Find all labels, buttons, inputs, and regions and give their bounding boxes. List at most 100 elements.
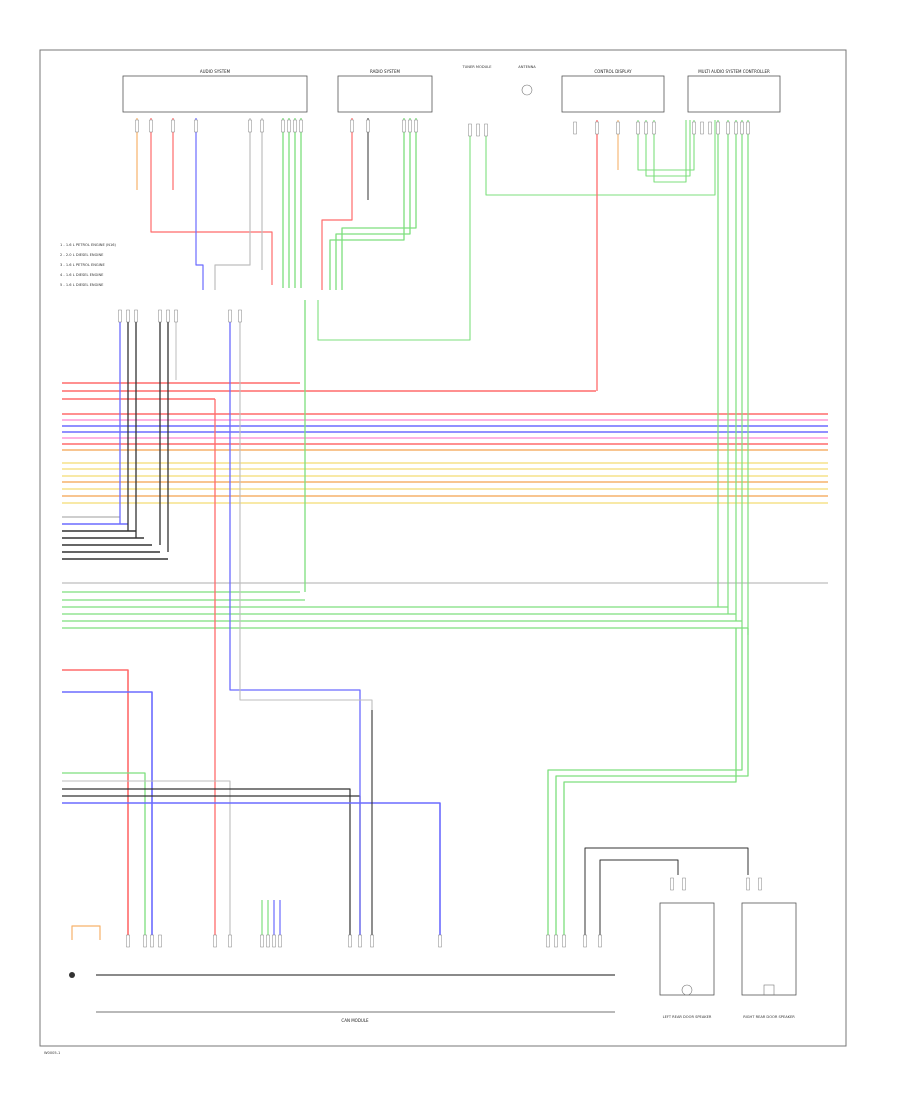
speaker-pin-4 (758, 877, 762, 891)
can-module-pin-12 (358, 934, 362, 948)
tuner-connector-pin-1 (468, 123, 472, 137)
audio-connector-pin-9 (293, 119, 297, 133)
tuner-green-wire (317, 124, 471, 341)
speaker-green-wire-2 (555, 628, 749, 935)
can-module-pin-9 (272, 934, 276, 948)
splice-pin-7 (228, 309, 232, 323)
controller-connector-pin-4 (716, 121, 720, 135)
legend-item-5: 5 - 1.6 L DIESEL ENGINE (60, 283, 104, 287)
can-module-pin-15 (546, 934, 550, 948)
radio-connector-pin-5 (414, 119, 418, 133)
page-code: W0005-1 (44, 1051, 60, 1055)
right-speaker-label: RIGHT REAR DOOR SPEAKER (743, 1015, 795, 1019)
audio-gray-wire (214, 118, 251, 290)
blue-long-wire (229, 310, 361, 710)
legend-item-4: 4 - 1.6 L DIESEL ENGINE (60, 273, 104, 277)
speaker-feed-wire (584, 847, 749, 935)
splice-pin-3 (134, 309, 138, 323)
radio-red-wire (321, 118, 353, 290)
speaker-pin-3 (746, 877, 750, 891)
display-connector-pin-3 (616, 121, 620, 135)
audio-red-wire (150, 118, 273, 285)
controller-connector-pin-5 (726, 121, 730, 135)
display-green-wire-2 (645, 120, 691, 177)
legend-item-1: 1 - 1.6 L PETROL ENGINE (N16) (60, 243, 117, 247)
audio-connector-pin-2 (149, 119, 153, 133)
audio-connector-pin-3 (171, 119, 175, 133)
can-module-pin-11 (348, 934, 352, 948)
component-audio-system-label: AUDIO SYSTEM (200, 69, 231, 74)
lower-gray-wire (62, 780, 231, 935)
audio-blue-wire (195, 118, 204, 290)
can-module-pin-17 (562, 934, 566, 948)
controller-connector-pin-3 (708, 121, 712, 135)
radio-connector-pin-2 (366, 119, 370, 133)
tuner-connector-pin-2 (476, 123, 480, 137)
speaker-pin-2 (682, 877, 686, 891)
display-green-wire-1 (637, 120, 695, 171)
can-module-pin-8 (266, 934, 270, 948)
lower-blue-wire (62, 691, 153, 935)
radio-green-wire-3 (341, 118, 417, 290)
radio-green-wire-2 (335, 118, 411, 290)
can-module-pin-18 (583, 934, 587, 948)
audio-connector-pin-4 (194, 119, 198, 133)
component-control-display-label: CONTROL DISPLAY (594, 69, 632, 74)
can-module-label: CAN MODULE (341, 1018, 369, 1023)
can-module-pin-10 (278, 934, 282, 948)
radio-connector-pin-1 (350, 119, 354, 133)
left-speaker-label: LEFT REAR DOOR SPEAKER (663, 1015, 712, 1019)
controller-connector-pin-6 (734, 121, 738, 135)
antenna-symbol-icon (521, 84, 533, 96)
can-module-pin-3 (150, 934, 154, 948)
component-audio-system (122, 75, 308, 113)
display-connector-pin-2 (595, 121, 599, 135)
audio-connector-pin-8 (287, 119, 291, 133)
top-components: AUDIO SYSTEM RADIO SYSTEM TUNER MODULE A… (122, 65, 781, 113)
audio-connector-pin-10 (299, 119, 303, 133)
wire-layer (62, 118, 828, 948)
splice-pin-2 (126, 309, 130, 323)
can-module-pin-14 (438, 934, 442, 948)
component-control-display (561, 75, 665, 113)
controller-connector-pin-2 (700, 121, 704, 135)
audio-connector-pin-7 (281, 119, 285, 133)
display-connector-pin-1 (573, 121, 577, 135)
ground-point-icon (69, 972, 75, 978)
right-speaker-box (741, 902, 797, 996)
component-radio-system-label: RADIO SYSTEM (370, 69, 401, 74)
tuner-green-loop (485, 120, 716, 196)
legend-item-3: 3 - 1.6 L PETROL ENGINE (60, 263, 105, 267)
radio-green-wire-1 (329, 118, 405, 290)
left-speaker-icon (681, 984, 693, 996)
lower-green-wire (62, 772, 146, 935)
splice-pin-8 (238, 309, 242, 323)
can-module-pin-19 (598, 934, 602, 948)
lower-black-wire (62, 788, 351, 935)
display-connector-pin-6 (652, 121, 656, 135)
speaker-green-wire-3 (563, 628, 737, 935)
can-module-pin-5 (213, 934, 217, 948)
component-tuner-label: TUNER MODULE (461, 65, 492, 69)
splice-pin-4 (158, 309, 162, 323)
display-connector-pin-5 (644, 121, 648, 135)
radio-connector-pin-3 (402, 119, 406, 133)
audio-connector-pin-1 (135, 119, 139, 133)
splice-pin-6 (174, 309, 178, 323)
right-speaker-icon (763, 984, 775, 996)
splice-pin-1 (118, 309, 122, 323)
lower-red-wire (62, 669, 129, 935)
speaker-green-wire-1 (547, 628, 743, 935)
can-module-pin-13 (370, 934, 374, 948)
component-radio-system (337, 75, 433, 113)
can-module-pin-6 (228, 934, 232, 948)
component-multi-audio-controller-label: MULTI AUDIO SYSTEM CONTROLLER (698, 69, 770, 74)
legend-item-2: 2 - 2.0 L DIESEL ENGINE (60, 253, 104, 257)
lower-blue-wire-2 (62, 802, 441, 935)
controller-connector-pin-7 (740, 121, 744, 135)
can-module-pin-7 (260, 934, 264, 948)
tuner-connector-pin-3 (484, 123, 488, 137)
can-module-pin-2 (143, 934, 147, 948)
radio-connector-pin-4 (408, 119, 412, 133)
